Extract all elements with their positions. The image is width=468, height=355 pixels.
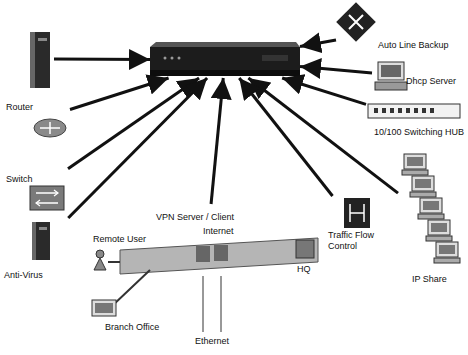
router-node: Router: [4, 94, 70, 146]
backup-node: Auto Line Backup: [336, 4, 464, 53]
antivirus-tower: [32, 222, 50, 260]
node-label: Anti-Virus: [4, 270, 43, 281]
traffic-icon: [344, 198, 370, 228]
antivirus-node: Anti-Virus: [2, 218, 70, 283]
connector-arrow: [211, 78, 223, 204]
node-label: VPN Server / Client: [156, 212, 234, 223]
dhcp-computer: [375, 62, 407, 90]
node-label: 10/100 Switching HUB: [374, 127, 464, 138]
client-computers: [402, 154, 460, 263]
node-label: Traffic Flow Control: [328, 230, 394, 252]
backup-icon: [336, 2, 376, 42]
node-label: Switch: [6, 174, 33, 185]
router-icon: [34, 119, 66, 137]
ipshare-node: IP Share: [398, 150, 464, 287]
node-label: Dhcp Server: [406, 76, 456, 87]
connector-arrow: [70, 78, 169, 109]
hub-node: 10/100 Switching HUB: [366, 100, 465, 140]
connector-arrow: [300, 40, 336, 46]
appliance-device: [150, 42, 300, 78]
switch-node: Switch: [4, 166, 68, 216]
connector-arrow: [282, 78, 366, 104]
hub-icon: [368, 104, 460, 118]
part-label: Ethernet: [194, 336, 230, 347]
connector-arrow: [68, 78, 199, 169]
part-label: Internet: [202, 226, 235, 237]
vpn-appliance: [150, 42, 300, 76]
server-tower: [30, 32, 50, 88]
connector-arrow: [300, 67, 372, 73]
node-label: Auto Line Backup: [378, 40, 449, 51]
connector-arrow: [239, 78, 332, 196]
traffic-node: Traffic Flow Control: [326, 196, 396, 268]
connector-arrow: [54, 58, 150, 62]
part-label: HQ: [296, 264, 312, 275]
vpn-scene: [92, 238, 318, 332]
node-label: Router: [6, 102, 33, 113]
switch-icon: [30, 186, 64, 210]
part-label: Remote User: [92, 234, 147, 245]
connector-arrow: [68, 78, 207, 218]
node-label: IP Share: [412, 274, 447, 285]
part-label: Branch Office: [104, 322, 160, 333]
server-node: [26, 28, 54, 90]
dhcp-node: Dhcp Server: [372, 58, 464, 96]
